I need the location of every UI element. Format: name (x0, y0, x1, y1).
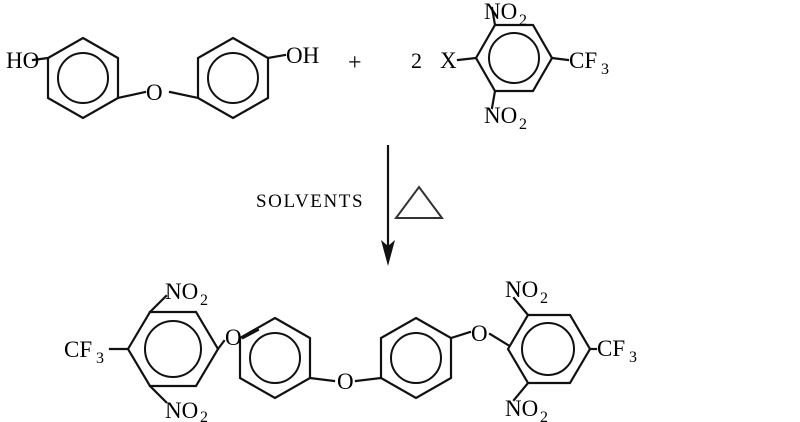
label-no2-product-right-bottom-base: NO (505, 396, 538, 421)
label-no2-reactant-top-base: NO (484, 0, 517, 24)
label-ether-o-left: O (225, 325, 242, 350)
label-no2-reactant-bottom-sub: 2 (519, 116, 527, 133)
plus-sign: + (348, 50, 362, 76)
benzene-ring-1 (46, 36, 120, 120)
label-coefficient-2: 2 (411, 48, 422, 73)
benzene-ring-6 (379, 316, 453, 400)
bond-ringA-to-no2-bottom (148, 384, 168, 404)
label-no2-product-right-bottom: NO 2 (505, 396, 548, 422)
label-no2-product-right-top-sub: 2 (540, 290, 548, 307)
label-cf3-product-right-base: CF (597, 336, 625, 361)
label-no2-reactant-top: NO 2 (484, 0, 527, 29)
benzene-ring-3 (474, 23, 554, 93)
label-no2-reactant-bottom: NO 2 (484, 103, 527, 133)
label-no2-product-right-top-base: NO (505, 277, 538, 302)
bond-bridge-o-to-ring2 (168, 90, 200, 100)
benzene-ring-7 (506, 313, 592, 385)
label-cf3-reactant-sub: 3 (601, 61, 609, 78)
heat-delta-icon (394, 185, 444, 219)
benzene-ring-4 (126, 310, 220, 388)
bond-ringB-to-etherO-center (308, 376, 336, 383)
label-cf3-product-left-base: CF (64, 337, 92, 362)
label-cf3-product-left: CF 3 (64, 337, 104, 367)
bond-ring3-to-no2-top (490, 6, 497, 27)
benzene-ring-2 (196, 36, 270, 120)
bond-ring1-to-bridge-o (116, 90, 147, 100)
benzene-ring-5 (238, 316, 312, 400)
label-no2-reactant-top-sub: 2 (519, 12, 527, 29)
label-solvents: SOLVENTS (256, 191, 364, 212)
bond-ringD-to-no2-top (512, 296, 530, 317)
label-oh-right: OH (286, 43, 319, 68)
bond-ring3-to-no2-bottom (490, 89, 497, 110)
bond-etherO-left-to-ringB (241, 328, 260, 340)
label-no2-product-left-bottom-base: NO (165, 398, 198, 422)
reactant-dinitro-benzotrifluoride (456, 6, 570, 110)
bond-ringC-to-etherO-right (449, 330, 472, 340)
label-ether-o-right: O (471, 321, 488, 346)
label-no2-product-left-top-sub: 2 (200, 292, 208, 309)
label-cf3-reactant: CF 3 (569, 48, 609, 78)
reaction-arrow-group (381, 145, 444, 266)
bond-ring2-to-oh (266, 53, 287, 60)
label-no2-product-right-bottom-sub: 2 (540, 409, 548, 422)
label-cf3-reactant-base: CF (569, 48, 597, 73)
product-molecule (108, 294, 598, 404)
label-no2-product-left-bottom-sub: 2 (200, 409, 208, 422)
label-no2-reactant-bottom-base: NO (484, 103, 517, 128)
bond-ringD-to-no2-bottom (512, 381, 530, 402)
label-cf3-product-left-sub: 3 (96, 350, 104, 367)
label-bridge-o: O (146, 80, 163, 105)
bond-ho-to-ring1 (31, 56, 50, 62)
label-leaving-group-x: X (440, 48, 457, 73)
label-no2-product-left-top: NO 2 (165, 279, 208, 309)
label-ether-o-center: O (337, 369, 354, 394)
bond-ring3-to-cf3 (550, 56, 570, 62)
bond-x-to-ring3 (456, 56, 478, 62)
bond-ringA-to-no2-top (148, 294, 168, 314)
label-ho-left: HO (6, 48, 39, 73)
label-cf3-product-right-sub: 3 (629, 349, 637, 366)
label-cf3-product-right: CF 3 (597, 336, 637, 366)
bond-etherO-center-to-ringC (354, 376, 383, 383)
bond-etherO-right-to-ringD (488, 332, 510, 347)
bond-ringA-to-etherO-left (216, 339, 226, 351)
reaction-arrow-head (381, 240, 395, 266)
label-no2-product-left-top-base: NO (165, 279, 198, 304)
label-no2-product-left-bottom: NO 2 (165, 398, 208, 422)
label-no2-product-right-top: NO 2 (505, 277, 548, 307)
reactant-oxydiphenol (31, 36, 287, 120)
